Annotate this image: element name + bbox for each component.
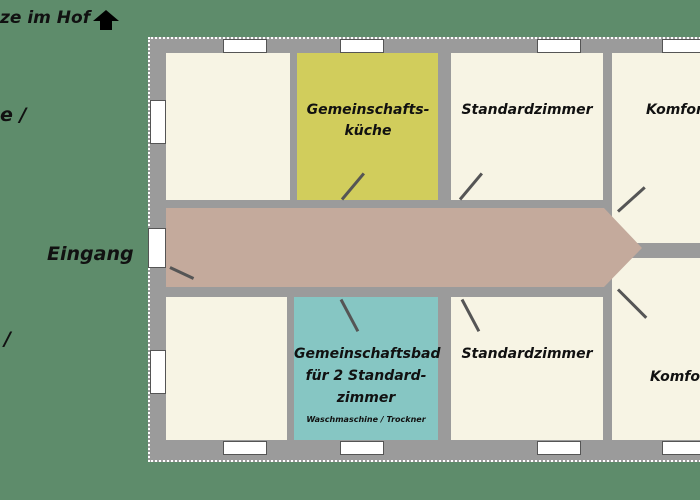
entrance-door — [148, 228, 166, 268]
window — [340, 39, 384, 53]
corridor — [166, 208, 642, 287]
window — [150, 350, 166, 394]
room-komfort-bottom — [612, 258, 700, 440]
window — [223, 441, 267, 455]
standard-top-label: Standardzimmer — [461, 102, 593, 118]
standard-bottom-label: Standardzimmer — [461, 346, 593, 362]
bath-label-3: zimmer — [336, 390, 396, 406]
entrance-label: Eingang — [47, 243, 134, 265]
parking-label: ze im Hof — [0, 8, 91, 28]
left-low-label: / — [4, 328, 11, 350]
window — [150, 100, 166, 144]
bath-label-1: Gemeinschaftsbad — [294, 346, 441, 362]
left-mid-label: e / — [0, 104, 27, 126]
bath-note: Waschmaschine / Trockner — [306, 415, 426, 424]
komfort-bottom-label: Komfor — [650, 369, 700, 385]
window — [340, 441, 384, 455]
room-komfort-top — [612, 53, 700, 243]
komfort-top-label: Komfor — [646, 102, 700, 118]
window — [662, 39, 700, 53]
window — [537, 441, 581, 455]
window — [662, 441, 700, 455]
arrow-up-icon — [93, 10, 119, 30]
room-top-left — [166, 53, 290, 200]
room-bath — [294, 297, 438, 440]
room-bottom-left — [166, 297, 287, 440]
window — [537, 39, 581, 53]
room-standard-top — [451, 53, 603, 200]
room-kitchen — [297, 53, 438, 200]
kitchen-label: Gemeinschafts- küche — [306, 102, 430, 139]
room-standard-bottom — [451, 297, 603, 440]
window — [223, 39, 267, 53]
bath-label-2: für 2 Standard- — [305, 368, 427, 384]
